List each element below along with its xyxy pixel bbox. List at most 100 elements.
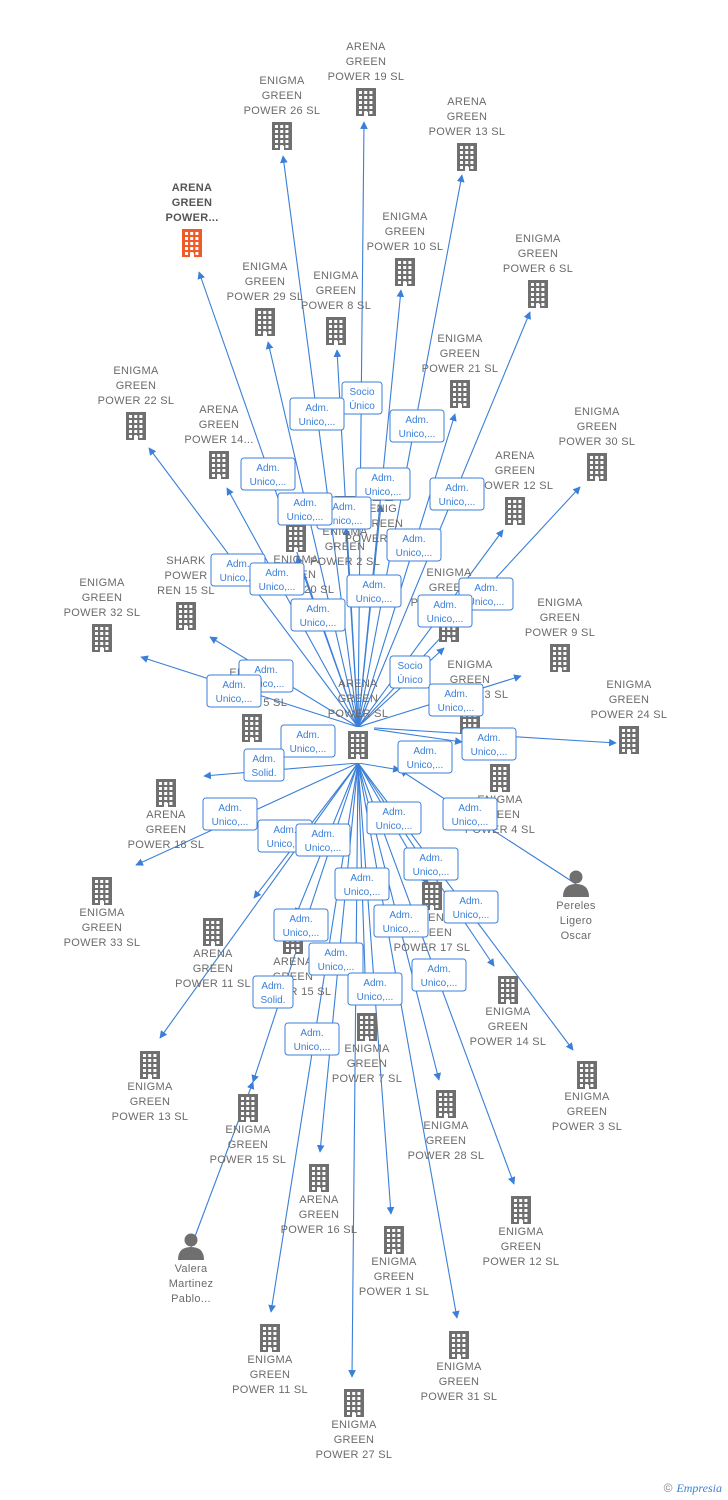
- edge-role-label[interactable]: Adm.Unico,...: [373, 904, 429, 938]
- edge-role-label[interactable]: Adm.Unico,...: [386, 528, 442, 562]
- edge-role-label[interactable]: Adm.Solid.: [252, 975, 294, 1009]
- edge-role-label[interactable]: Adm.Unico,...: [289, 397, 345, 431]
- center-label-line: POWER SL: [328, 708, 388, 720]
- edge-role-label[interactable]: Adm.Unico,...: [206, 674, 262, 708]
- edge-role-label[interactable]: Adm.Unico,...: [290, 598, 346, 632]
- person-icon: [563, 870, 589, 897]
- edge-role-label[interactable]: Adm.Unico,...: [295, 823, 351, 857]
- edge-role-line: Unico,...: [294, 1042, 331, 1053]
- edge-role-label[interactable]: Adm.Unico,...: [442, 797, 498, 831]
- edge-role-label[interactable]: Adm.Unico,...: [280, 724, 336, 758]
- edge-role-label[interactable]: Adm.Unico,...: [389, 409, 445, 443]
- edge-role-label[interactable]: Adm.Unico,...: [417, 594, 473, 628]
- brand-footer[interactable]: ©Empresia: [664, 1481, 722, 1496]
- company-node-n0[interactable]: ARENAGREENPOWER...: [165, 182, 218, 257]
- edge-role-label[interactable]: Adm.Unico,...: [284, 1022, 340, 1056]
- edge-role-label[interactable]: Adm.Unico,...: [249, 562, 305, 596]
- node-label-line: ARENA: [193, 948, 233, 960]
- edge-role-label[interactable]: Adm.Unico,...: [411, 958, 467, 992]
- edge-role-line: Único: [397, 673, 423, 686]
- node-label-line: GREEN: [334, 1434, 375, 1446]
- edge-role-label[interactable]: Adm.Unico,...: [347, 972, 403, 1006]
- edge-role-label[interactable]: Adm.Solid.: [243, 748, 285, 782]
- edge-role-label[interactable]: Adm.Unico,...: [429, 477, 485, 511]
- node-label-line: POWER 33 SL: [64, 937, 141, 949]
- edge-role-label[interactable]: Adm.Unico,...: [403, 847, 459, 881]
- edge-role-label[interactable]: Adm.Unico,...: [334, 867, 390, 901]
- edge-role-label[interactable]: Adm.Unico,...: [443, 890, 499, 924]
- edge-c-n8: [357, 413, 457, 728]
- edge-role-label[interactable]: Adm.Unico,...: [428, 683, 484, 717]
- edge-role-label[interactable]: Adm.Unico,...: [366, 801, 422, 835]
- edge-role-line: Adm.: [413, 746, 436, 757]
- edge-c-n36: [348, 762, 359, 1378]
- node-label-line: POWER 9 SL: [525, 627, 595, 639]
- building-icon: [384, 1226, 404, 1254]
- edge-role-label[interactable]: Adm.Unico,...: [346, 574, 402, 608]
- node-label-line: ENIGMA: [606, 679, 652, 691]
- copyright-icon: ©: [663, 1481, 673, 1495]
- building-icon: [156, 779, 176, 807]
- edge-c-n1: [357, 121, 368, 728]
- node-label-line: POWER 12 SL: [477, 480, 554, 492]
- node-label-line: Ligero: [560, 915, 592, 927]
- node-label-line: ENIGMA: [79, 577, 125, 589]
- edge-role-label[interactable]: Adm.Unico,...: [273, 908, 329, 942]
- edge-role-label[interactable]: Adm.Unico,...: [355, 467, 411, 501]
- building-icon: [326, 317, 346, 345]
- edge-role-label[interactable]: Adm.Unico,...: [202, 797, 258, 831]
- edge-role-label[interactable]: Adm.Unico,...: [397, 740, 453, 774]
- node-label-line: GREEN: [577, 421, 618, 433]
- edge-role-label[interactable]: Adm.Unico,...: [308, 942, 364, 976]
- node-label-line: POWER 14 SL: [470, 1036, 547, 1048]
- node-label-line: ENIGMA: [113, 365, 159, 377]
- person-node-n32[interactable]: ValeraMartinezPablo...: [169, 1233, 214, 1306]
- edge-c-n41: [357, 726, 463, 745]
- edge-role-label[interactable]: Adm.Unico,...: [461, 727, 517, 761]
- edge-role-label[interactable]: Adm.Unico,...: [277, 492, 333, 526]
- edge-role-line: Solid.: [260, 995, 285, 1006]
- edge-role-label[interactable]: Adm.Unico,...: [240, 457, 296, 491]
- edge-role-line: Adm.: [289, 914, 312, 925]
- node-label-line: GREEN: [199, 419, 240, 431]
- edge-c-n26: [159, 762, 359, 1039]
- node-label-line: POWER 30 SL: [559, 436, 636, 448]
- edge-role-line: Adm.: [350, 873, 373, 884]
